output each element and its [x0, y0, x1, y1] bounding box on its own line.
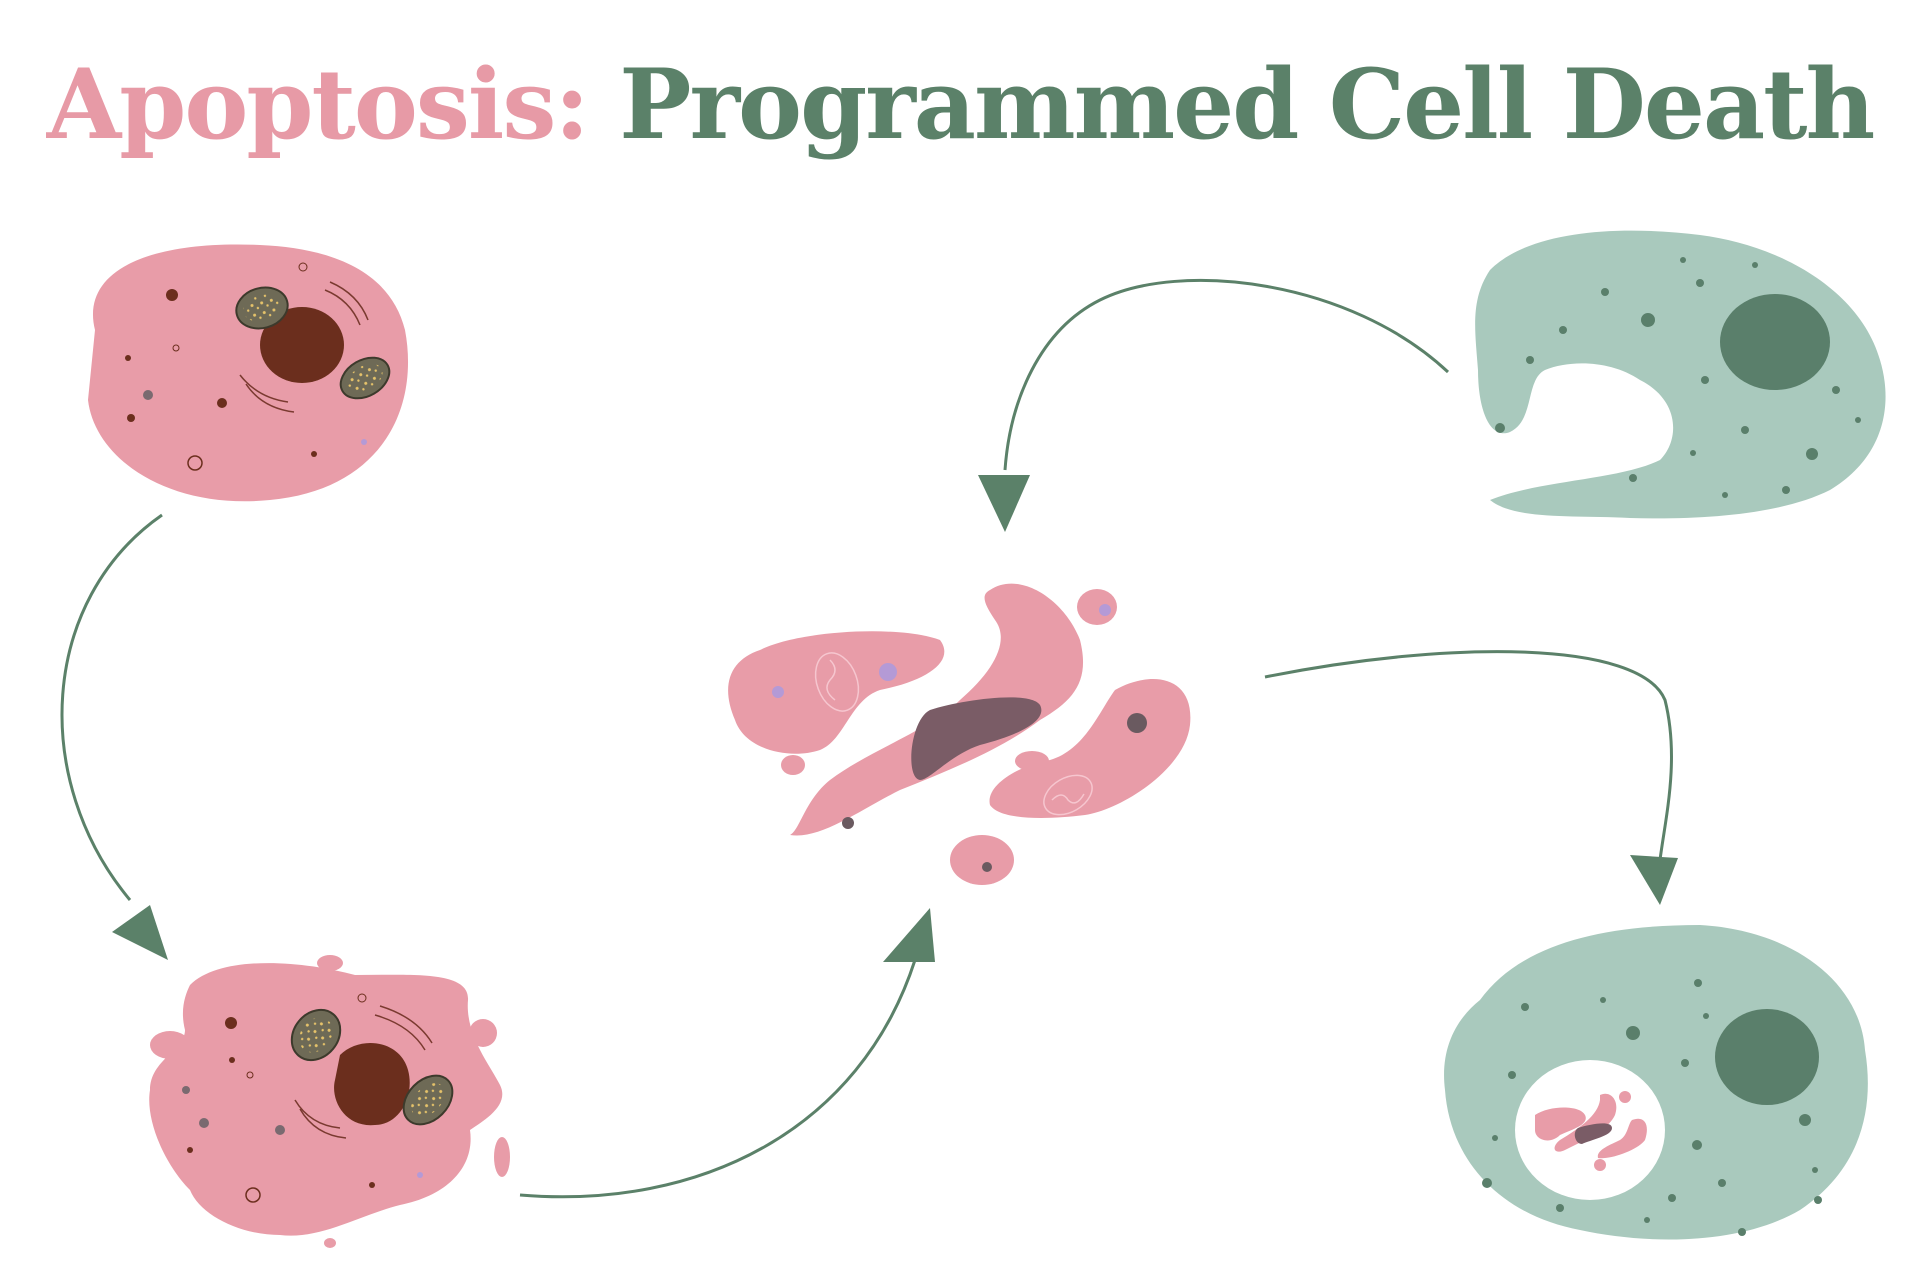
small-vesicle: [950, 835, 1014, 885]
healthy-cell: [88, 244, 409, 502]
condensed-nucleus: [334, 1043, 410, 1126]
small-vesicle: [781, 755, 805, 775]
phagocyte-nucleus: [1720, 294, 1830, 390]
apoptotic-body: [790, 583, 1084, 836]
mitochondrion: [235, 286, 289, 330]
title-programmed-cell-death: Programmed Cell Death: [619, 48, 1875, 161]
phagocyte: [1475, 230, 1886, 519]
nucleus: [260, 307, 344, 383]
apoptotic-body: [728, 631, 945, 754]
phagocyte-granules: [1495, 257, 1861, 498]
golgi-apparatus: [239, 281, 369, 413]
diagram-title: Apoptosis: Programmed Cell Death: [0, 40, 1920, 170]
cytoplasm-granules: [182, 993, 423, 1203]
small-vesicle: [1077, 589, 1117, 625]
membrane-blebs: [150, 955, 510, 1248]
apoptotic-bodies: [728, 583, 1191, 885]
phagocyte-nucleus: [1715, 1009, 1819, 1105]
cytoplasm-granules: [125, 262, 367, 471]
mitochondrion: [402, 1074, 454, 1126]
condensed-chromatin: [911, 697, 1042, 780]
golgi-apparatus: [294, 1005, 433, 1139]
arrow-bodies-to-engulfed: [1264, 650, 1678, 905]
mitochondrion: [339, 356, 391, 400]
engulfed-apoptotic-bodies: [1535, 1091, 1647, 1171]
arrow-healthy-to-shrinking: [60, 513, 168, 960]
title-apoptosis: Apoptosis:: [46, 48, 590, 161]
arrow-shrinking-to-bodies: [519, 908, 935, 1199]
shrinking-blebbing-cell: [149, 955, 510, 1248]
phagocyte-granules: [1482, 979, 1822, 1236]
small-vesicle: [1015, 751, 1049, 771]
arrow-phagocyte-to-bodies: [978, 279, 1450, 532]
mitochondrion: [290, 1008, 342, 1062]
phagocyte-engulfed-bodies: [1444, 925, 1868, 1240]
